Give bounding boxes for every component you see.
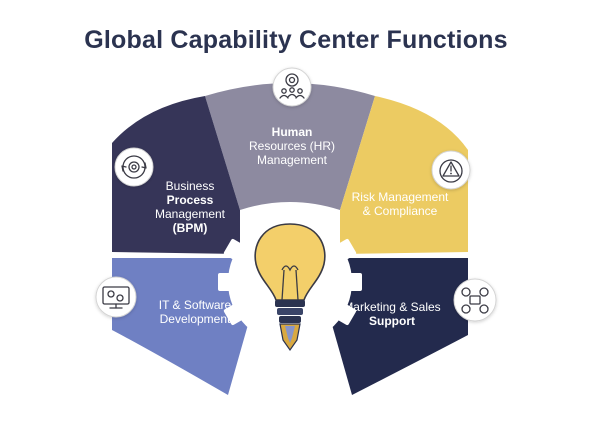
warning-gear-icon — [431, 150, 471, 190]
monitor-gear-icon — [95, 276, 137, 318]
team-gear-icon — [272, 67, 312, 107]
segment-it — [112, 258, 255, 395]
segment-label-risk: Risk Management& Compliance — [352, 190, 449, 218]
segment-marketing — [325, 258, 468, 395]
lightbulb-icon — [254, 223, 326, 352]
segment-hr — [205, 83, 375, 210]
diagram-title: Global Capability Center Functions — [84, 26, 508, 54]
segment-risk — [340, 96, 468, 254]
segment-bpm — [112, 96, 240, 254]
social-media-icon — [453, 278, 497, 322]
gear-cycle-icon — [114, 147, 154, 187]
